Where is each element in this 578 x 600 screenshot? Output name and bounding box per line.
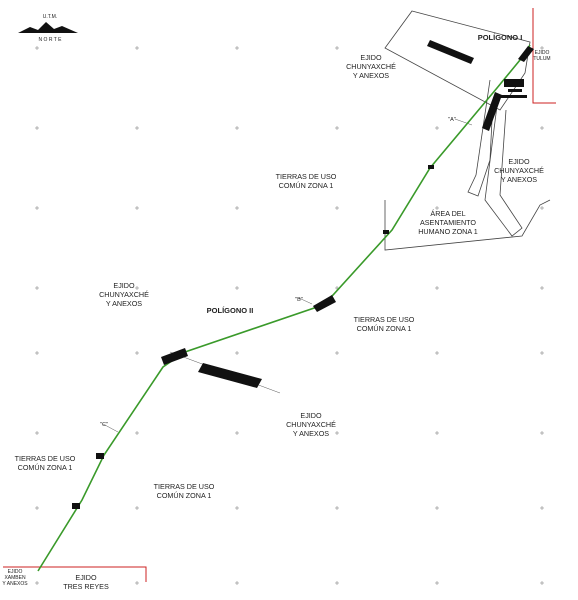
- north-arrow-icon: U.T.M. N O R T E: [18, 14, 78, 43]
- grid-marks: [35, 46, 544, 585]
- ejido-top-label: EJIDO CHUNYAXCHÉ Y ANEXOS: [346, 53, 396, 80]
- polygon-1-label: POLÍGONO I: [478, 33, 523, 42]
- svg-text:ASENTAMIENTO: ASENTAMIENTO: [420, 218, 476, 227]
- svg-text:TIERRAS DE USO: TIERRAS DE USO: [276, 172, 337, 181]
- svg-text:CHUNYAXCHÉ: CHUNYAXCHÉ: [346, 62, 396, 71]
- tierras-top-label: TIERRAS DE USO COMÚN ZONA 1: [276, 172, 337, 190]
- svg-text:COMÚN ZONA 1: COMÚN ZONA 1: [279, 181, 334, 190]
- ejido-kamben-label: EJIDO XAMBEN Y ANEXOS: [2, 569, 28, 587]
- svg-text:HUMANO ZONA 1: HUMANO ZONA 1: [418, 227, 478, 236]
- svg-text:CHUNYAXCHÉ: CHUNYAXCHÉ: [494, 166, 544, 175]
- marker-b: "B": [295, 297, 303, 303]
- north-arrow-bottom-label: N O R T E: [39, 37, 63, 43]
- svg-text:CHUNYAXCHÉ: CHUNYAXCHÉ: [99, 290, 149, 299]
- marker-a: "A": [448, 117, 456, 123]
- tierras-bottom-label: TIERRAS DE USO COMÚN ZONA 1: [154, 482, 215, 500]
- tierras-mid-label: TIERRAS DE USO COMÚN ZONA 1: [354, 315, 415, 333]
- svg-text:TRES REYES: TRES REYES: [63, 582, 109, 591]
- svg-text:Y ANEXOS: Y ANEXOS: [2, 581, 28, 587]
- svg-text:TIERRAS DE USO: TIERRAS DE USO: [15, 454, 76, 463]
- svg-text:EJIDO: EJIDO: [535, 50, 550, 56]
- svg-text:COMÚN ZONA 1: COMÚN ZONA 1: [357, 324, 412, 333]
- north-arrow-top-label: U.T.M.: [43, 14, 57, 20]
- svg-text:COMÚN ZONA 1: COMÚN ZONA 1: [18, 463, 73, 472]
- svg-text:TIERRAS DE USO: TIERRAS DE USO: [154, 482, 215, 491]
- ejido-center-label: EJIDO CHUNYAXCHÉ Y ANEXOS: [286, 411, 336, 438]
- ejido-left-label: EJIDO CHUNYAXCHÉ Y ANEXOS: [99, 281, 149, 308]
- svg-text:XAMBEN: XAMBEN: [4, 575, 26, 581]
- parcel-outlines: [384, 10, 551, 251]
- svg-text:Y ANEXOS: Y ANEXOS: [501, 175, 537, 184]
- svg-text:TIERRAS DE USO: TIERRAS DE USO: [354, 315, 415, 324]
- marker-c: "C": [100, 422, 108, 428]
- svg-text:COMÚN ZONA 1: COMÚN ZONA 1: [157, 491, 212, 500]
- ejido-right-label: EJIDO CHUNYAXCHÉ Y ANEXOS: [494, 157, 544, 184]
- area-asentamiento-label: ÁREA DEL ASENTAMIENTO HUMANO ZONA 1: [418, 209, 478, 236]
- reference-lines: [102, 118, 473, 433]
- polygon-2-label: POLÍGONO II: [207, 306, 254, 315]
- svg-text:EJIDO: EJIDO: [360, 53, 382, 62]
- route-line: [37, 44, 531, 572]
- svg-text:EJIDO: EJIDO: [300, 411, 322, 420]
- svg-text:EJIDO: EJIDO: [8, 569, 23, 575]
- svg-text:EJIDO: EJIDO: [75, 573, 97, 582]
- svg-text:EJIDO: EJIDO: [113, 281, 135, 290]
- svg-text:CHUNYAXCHÉ: CHUNYAXCHÉ: [286, 420, 336, 429]
- ejido-tres-reyes-label: EJIDO TRES REYES: [63, 573, 109, 591]
- svg-text:Y ANEXOS: Y ANEXOS: [293, 429, 329, 438]
- svg-text:Y ANEXOS: Y ANEXOS: [353, 71, 389, 80]
- tierras-left-label: TIERRAS DE USO COMÚN ZONA 1: [15, 454, 76, 472]
- ejido-tulum-label: EJIDO TULUM: [533, 50, 550, 62]
- svg-text:Y ANEXOS: Y ANEXOS: [106, 299, 142, 308]
- svg-text:ÁREA DEL: ÁREA DEL: [430, 209, 465, 218]
- svg-text:EJIDO: EJIDO: [508, 157, 530, 166]
- structure-blocks: [72, 40, 534, 509]
- boundary-lines: [3, 8, 556, 582]
- svg-text:TULUM: TULUM: [533, 56, 550, 62]
